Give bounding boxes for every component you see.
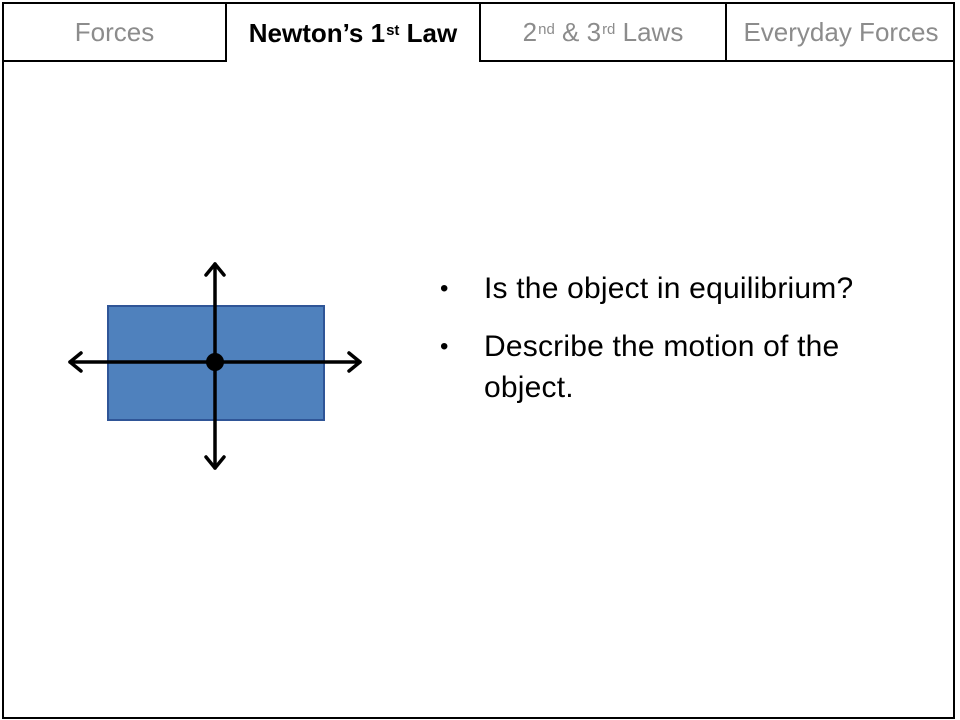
arrowhead-down-icon xyxy=(204,455,226,470)
tab-newtons-first-law-label: Newton’s 1 xyxy=(248,17,386,48)
list-item: • Describe the motion of the object. xyxy=(440,326,920,408)
tab-newtons-first-law-suffix: Law xyxy=(399,17,458,48)
arrowhead-up-icon xyxy=(204,262,226,277)
tab-second-third-laws-suffix: Laws xyxy=(615,16,684,47)
tab-second-third-laws-mid: & 3 xyxy=(554,16,602,47)
tab-newtons-first-law-sup: st xyxy=(386,21,400,39)
bullet-icon: • xyxy=(440,333,449,360)
question-describe-motion: Describe the motion of the object. xyxy=(484,330,840,404)
tab-divider xyxy=(725,4,727,62)
arrowhead-left-icon xyxy=(68,351,83,373)
tab-second-third-laws-sup: nd xyxy=(538,20,555,38)
tab-divider xyxy=(479,4,481,62)
tab-everyday-forces[interactable]: Everyday Forces xyxy=(727,4,955,62)
tab-divider xyxy=(225,4,227,62)
tab-everyday-forces-label: Everyday Forces xyxy=(743,16,939,47)
tab-forces[interactable]: Forces xyxy=(4,4,225,62)
bullet-icon: • xyxy=(440,275,449,302)
list-item: • Is the object in equilibrium? xyxy=(440,268,920,309)
tab-second-third-laws-label: 2 xyxy=(522,16,538,47)
arrowhead-right-icon xyxy=(347,351,362,373)
tab-second-third-laws-sup2: rd xyxy=(602,20,616,38)
question-list: • Is the object in equilibrium? • Descri… xyxy=(440,268,920,425)
force-diagram xyxy=(68,262,362,470)
center-point-icon xyxy=(206,353,224,371)
tab-forces-label: Forces xyxy=(74,16,155,47)
question-equilibrium: Is the object in equilibrium? xyxy=(484,272,854,305)
